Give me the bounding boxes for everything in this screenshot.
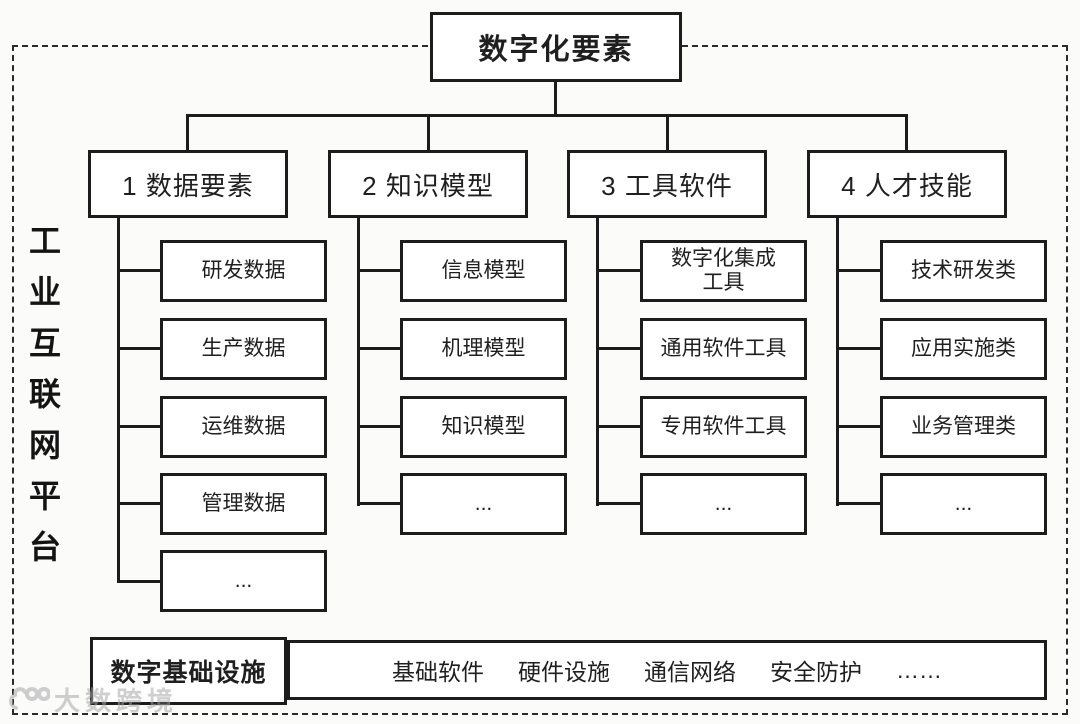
connector-child-stub — [357, 269, 402, 272]
child-node-2-1: 信息模型 — [400, 240, 567, 302]
connector-child-stub — [357, 502, 402, 505]
connector-child-stub — [836, 269, 882, 272]
connector-child-stub — [117, 502, 162, 505]
child-node-4-4: ... — [880, 473, 1047, 535]
foundation-label-box: 数字基础设施 — [90, 637, 287, 705]
child-node-1-3: 运维数据 — [160, 396, 327, 458]
watermark-text: 大数跨境 — [54, 686, 179, 716]
connector-branch-stub-2 — [427, 114, 430, 152]
branch-node-2: 2 知识模型 — [328, 150, 528, 218]
branch-node-3: 3 工具软件 — [567, 150, 767, 218]
connector-child-stub — [117, 347, 162, 350]
watermark-logo-icon — [6, 685, 50, 715]
connector-trunk-4 — [836, 216, 839, 506]
connector-branch-stub-4 — [905, 114, 908, 152]
child-node-2-4: ... — [400, 473, 567, 535]
foundation-items-box: 基础软件 硬件设施 通信网络 安全防护 …… — [287, 640, 1047, 700]
connector-child-stub — [596, 347, 642, 350]
connector-child-stub — [596, 425, 642, 428]
connector-child-stub — [357, 425, 402, 428]
watermark: 大数跨境 — [6, 681, 178, 718]
platform-label: 工业互联网平台 — [25, 224, 61, 581]
root-node: 数字化要素 — [430, 12, 682, 82]
child-node-1-5: ... — [160, 550, 327, 612]
foundation-item-ellipsis: …… — [896, 656, 942, 683]
branch-node-4: 4 人才技能 — [807, 150, 1007, 218]
connector-child-stub — [596, 502, 642, 505]
foundation-item: 基础软件 — [392, 659, 484, 685]
connector-main-horizontal — [186, 114, 908, 117]
child-node-3-2: 通用软件工具 — [640, 318, 807, 380]
connector-trunk-1 — [117, 216, 120, 583]
platform-dashed-border — [12, 45, 1068, 715]
foundation-item: 通信网络 — [644, 659, 736, 685]
connector-child-stub — [117, 425, 162, 428]
connector-child-stub — [836, 425, 882, 428]
connector-root-stem — [554, 80, 557, 116]
child-node-2-2: 机理模型 — [400, 318, 567, 380]
child-node-1-1: 研发数据 — [160, 240, 327, 302]
foundation-item: 安全防护 — [770, 659, 862, 685]
connector-child-stub — [117, 580, 162, 583]
child-node-4-3: 业务管理类 — [880, 396, 1047, 458]
connector-child-stub — [357, 347, 402, 350]
child-node-1-2: 生产数据 — [160, 318, 327, 380]
child-node-2-3: 知识模型 — [400, 396, 567, 458]
child-node-3-1: 数字化集成 工具 — [640, 240, 807, 302]
connector-child-stub — [836, 347, 882, 350]
connector-branch-stub-3 — [666, 114, 669, 152]
branch-node-1: 1 数据要素 — [88, 150, 288, 218]
connector-branch-stub-1 — [186, 114, 189, 152]
child-node-1-4: 管理数据 — [160, 473, 327, 535]
child-node-4-1: 技术研发类 — [880, 240, 1047, 302]
child-node-4-2: 应用实施类 — [880, 318, 1047, 380]
foundation-item: 硬件设施 — [518, 659, 610, 685]
connector-trunk-2 — [357, 216, 360, 506]
connector-child-stub — [596, 269, 642, 272]
child-node-3-4: ... — [640, 473, 807, 535]
connector-child-stub — [117, 269, 162, 272]
connector-trunk-3 — [596, 216, 599, 506]
connector-child-stub — [836, 502, 882, 505]
child-node-3-3: 专用软件工具 — [640, 396, 807, 458]
